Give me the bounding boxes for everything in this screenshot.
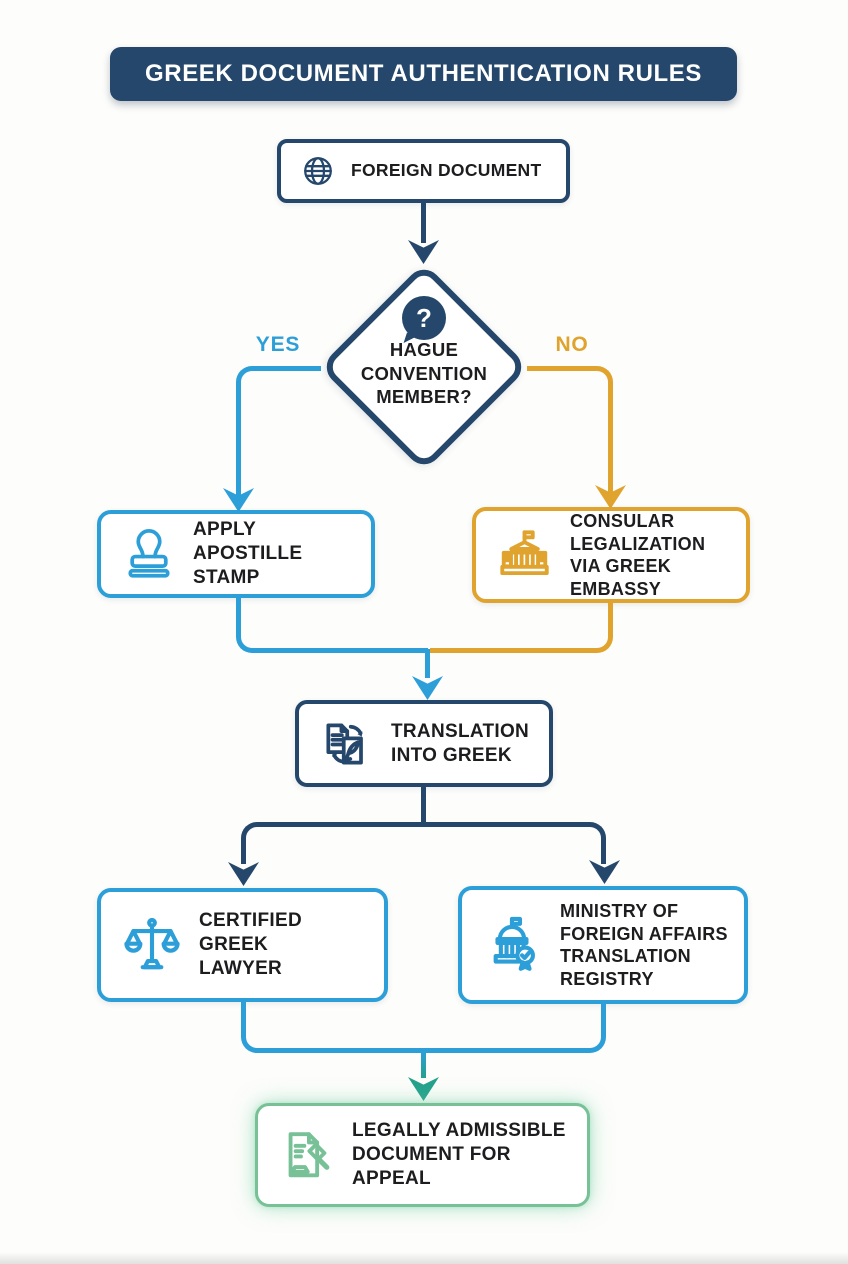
connector-apostille-to-translation	[236, 598, 428, 653]
node-label: APPLY APOSTILLE STAMP	[193, 519, 303, 588]
node-label: MINISTRY OF FOREIGN AFFAIRS TRANSLATION …	[560, 901, 728, 989]
question-bubble-icon: ?	[402, 296, 446, 340]
connector-no-branch	[527, 366, 613, 497]
bottom-shadow	[0, 1252, 848, 1264]
node-ministry-translation-registry: MINISTRY OF FOREIGN AFFAIRS TRANSLATION …	[458, 886, 748, 1004]
node-certified-greek-lawyer: CERTIFIED GREEK LAWYER	[97, 888, 388, 1002]
arrowhead-down-icon	[408, 240, 439, 264]
branch-label-no: NO	[555, 333, 589, 356]
connector-split-to-lawyer	[241, 822, 424, 864]
scales-of-justice-icon	[121, 914, 183, 976]
government-building-icon	[482, 914, 544, 976]
connector-split-to-ministry	[424, 822, 606, 864]
connector-merge-to-outcome	[421, 1051, 426, 1078]
arrowhead-down-icon	[408, 1077, 439, 1101]
decision-label: HAGUE CONVENTION MEMBER?	[360, 339, 488, 408]
node-label: LEGALLY ADMISSIBLE DOCUMENT FOR APPEAL	[352, 1120, 566, 1189]
node-label: CERTIFIED GREEK LAWYER	[199, 910, 302, 979]
question-glyph: ?	[416, 303, 432, 333]
arrowhead-down-icon	[228, 862, 259, 886]
page-title: GREEK DOCUMENT AUTHENTICATION RULES	[145, 60, 702, 87]
document-translation-icon	[319, 716, 375, 772]
title-banner: GREEK DOCUMENT AUTHENTICATION RULES	[110, 47, 737, 101]
connector-yes-branch	[236, 366, 321, 500]
branch-label-yes: YES	[255, 333, 301, 356]
connector-lawyer-to-outcome	[241, 1002, 427, 1053]
node-consular-legalization: CONSULAR LEGALIZATION VIA GREEK EMBASSY	[472, 507, 750, 603]
connector-foreign-to-decision	[421, 203, 426, 243]
connector-consular-to-translation	[430, 603, 613, 653]
connector-ministry-to-outcome	[427, 1004, 606, 1053]
embassy-building-icon	[496, 526, 554, 584]
globe-icon	[301, 154, 335, 188]
arrowhead-down-icon	[412, 676, 443, 700]
document-gavel-icon	[278, 1126, 336, 1184]
node-apply-apostille-stamp: APPLY APOSTILLE STAMP	[97, 510, 375, 598]
node-label: FOREIGN DOCUMENT	[351, 160, 542, 181]
connector-merge-to-translation	[425, 649, 430, 678]
connector-translation-stub	[421, 787, 426, 824]
rubber-stamp-icon	[121, 526, 177, 582]
node-foreign-document: FOREIGN DOCUMENT	[277, 139, 570, 203]
node-label: CONSULAR LEGALIZATION VIA GREEK EMBASSY	[570, 511, 706, 599]
node-translation-into-greek: TRANSLATION INTO GREEK	[295, 700, 553, 787]
node-label: TRANSLATION INTO GREEK	[391, 720, 530, 766]
node-legally-admissible-document: LEGALLY ADMISSIBLE DOCUMENT FOR APPEAL	[255, 1103, 590, 1207]
